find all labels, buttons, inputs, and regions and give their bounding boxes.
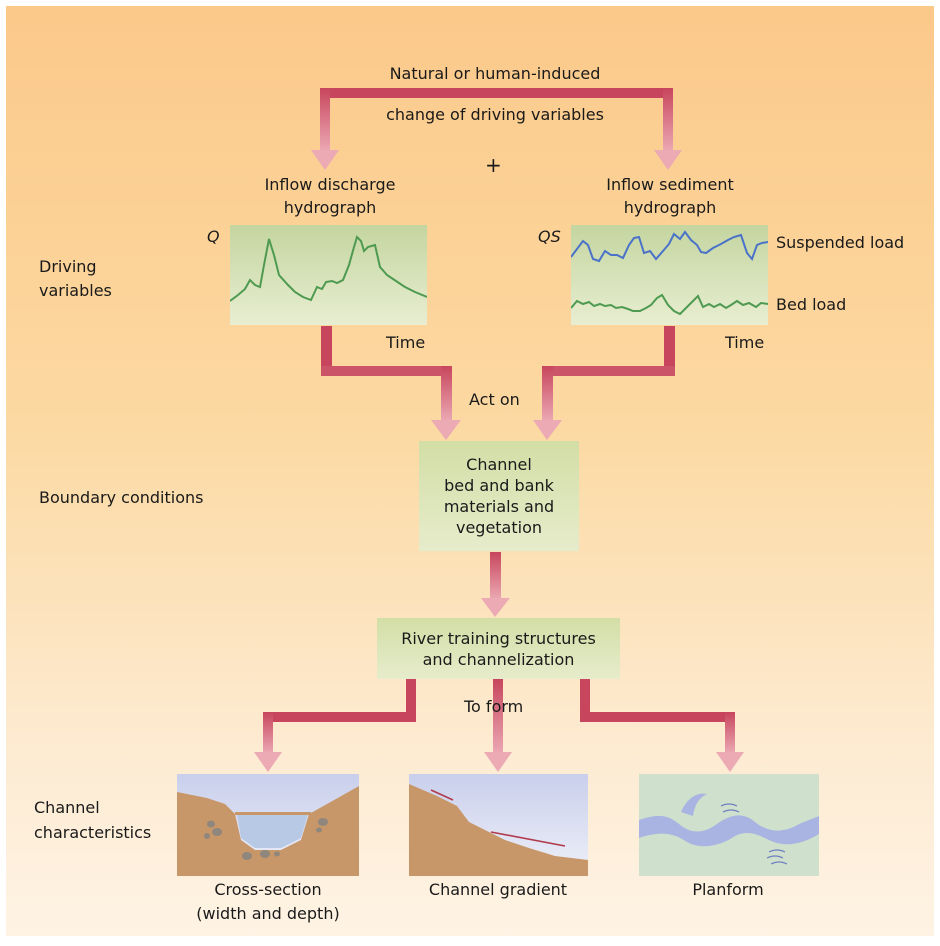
suspended-load-line: [570, 230, 769, 263]
to-form-label: To form: [464, 697, 524, 716]
sediment-x-label: Time: [725, 333, 765, 352]
discharge-title-1: Inflow discharge: [264, 175, 396, 194]
materials-to-training-arrow: [481, 552, 510, 617]
discharge-title-2: hydrograph: [283, 198, 377, 217]
bed-load-line: [570, 293, 769, 316]
label-boundary-conditions: Boundary conditions: [39, 488, 204, 507]
legend-suspended-load: Suspended load: [776, 233, 905, 252]
training-line-1: River training structures: [401, 628, 596, 648]
plus-sign: +: [485, 153, 502, 177]
discharge-plot: [229, 235, 428, 302]
to-form-arrows: [254, 679, 744, 772]
act-on-arrows: [321, 326, 675, 440]
gradient-label: Channel gradient: [428, 880, 568, 899]
planform-svg: [639, 774, 819, 876]
trigger-line-1: Natural or human-induced: [389, 64, 601, 83]
cross-section-illustration: [177, 774, 359, 876]
training-line-2: and channelization: [422, 649, 575, 669]
discharge-y-symbol: Q: [207, 227, 220, 246]
planform-label: Planform: [692, 880, 764, 899]
legend-bed-load: Bed load: [776, 295, 847, 314]
label-driving-2: variables: [39, 281, 112, 300]
planform-illustration: [639, 774, 819, 876]
sediment-y-symbol: QS: [538, 227, 561, 246]
materials-line-1: Channel: [466, 455, 532, 474]
cross-section-svg: [177, 774, 359, 876]
sediment-title-1: Inflow sediment: [606, 175, 734, 194]
cross-section-label-1: Cross-section: [214, 880, 322, 899]
training-box: River training structures and channeliza…: [377, 618, 620, 679]
materials-box: Channel bed and bank materials and veget…: [419, 441, 579, 551]
top-bracket-arrows: [311, 88, 682, 170]
label-characteristics-1: Channel: [34, 798, 100, 817]
gradient-svg: [409, 774, 588, 876]
label-driving-1: Driving: [39, 257, 97, 276]
discharge-line: [229, 235, 428, 302]
materials-line-4: vegetation: [455, 518, 543, 537]
label-characteristics-2: characteristics: [34, 823, 152, 842]
sediment-plot: [570, 230, 769, 316]
discharge-graph: [229, 225, 428, 325]
materials-line-3: materials and: [443, 497, 555, 516]
act-on-label: Act on: [469, 390, 520, 409]
gradient-illustration: [409, 774, 588, 876]
cross-section-label-2: (width and depth): [196, 904, 340, 923]
sediment-graph: [570, 225, 769, 325]
materials-line-2: bed and bank: [444, 476, 554, 495]
trigger-line-2: change of driving variables: [386, 105, 604, 124]
discharge-x-label: Time: [386, 333, 426, 352]
sediment-title-2: hydrograph: [623, 198, 717, 217]
